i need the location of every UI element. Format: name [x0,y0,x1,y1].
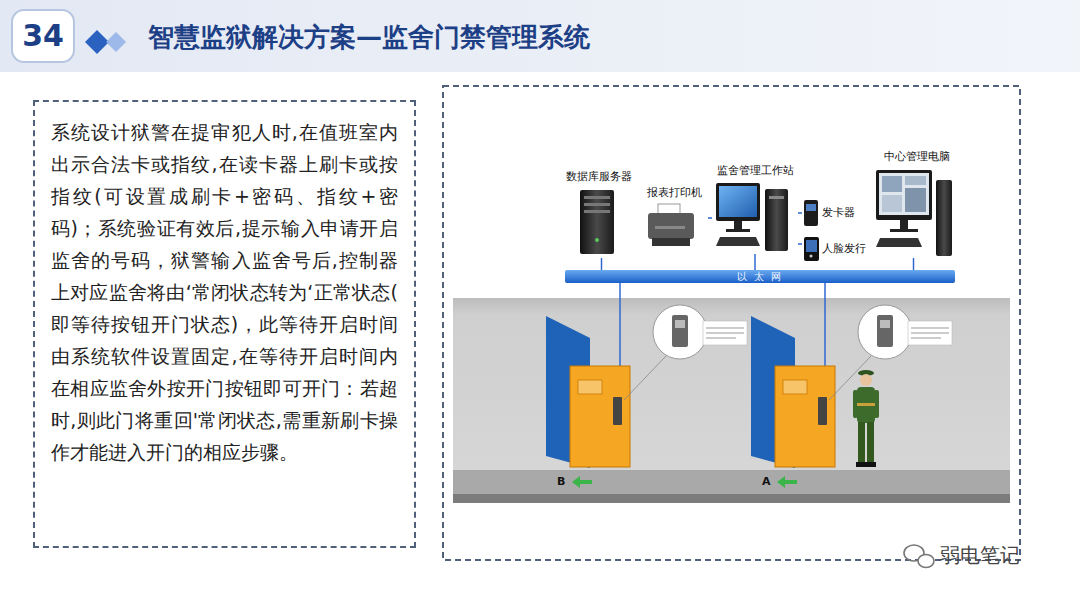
network-cable [798,212,802,214]
ethernet-bus: 以 太 网 [565,270,955,283]
illustration-frame [443,86,1020,560]
face-device-node: 人脸发行 [802,234,870,264]
page-number-box [12,10,74,62]
network-cable [708,217,712,219]
node-label: 以 太 网 [737,270,783,283]
network-cable [913,258,915,270]
printer-icon [648,204,694,246]
guard-figure [853,370,879,467]
header-band [0,0,1080,72]
room-floor [453,470,1010,494]
printer-node: 报表打印机 [640,186,708,250]
direction-arrow [777,476,797,488]
server-node: 数据库服务器 [560,170,638,258]
floor-edge [453,494,1010,503]
center-computer-node: 中心管理电脑 [872,150,962,258]
network-cable [601,258,603,270]
network-cable [754,254,756,270]
center-computer-icon [876,170,952,256]
node-label: 数据库服务器 [560,170,638,184]
diamond-icon [106,32,126,52]
card-issuer-icon [804,200,818,226]
direction-arrow [572,476,592,488]
lock-callout [624,305,747,400]
door-b [546,316,630,468]
door-label: A [762,475,771,489]
node-label: 发卡器 [822,206,855,220]
lock-callout [829,305,952,400]
node-label: 监舍管理工作站 [712,164,798,178]
card-issuer-node: 发卡器 [802,196,862,230]
node-label: 报表打印机 [640,186,708,200]
face-device-icon [804,237,819,261]
node-label: 中心管理电脑 [872,150,962,164]
text-panel: 系统设计狱警在提审犯人时,在值班室内出示合法卡或指纹,在读卡器上刷卡或按指纹(可… [33,100,416,548]
node-label: 人脸发行 [822,242,866,256]
network-cable [798,243,802,245]
workstation-icon [716,183,788,251]
door-a [751,316,835,468]
door-label: B [557,475,565,489]
room-wall [453,298,1010,470]
page-number: 34 [12,10,74,62]
workstation-node: 监舍管理工作站 [712,164,798,254]
diamond-icon [85,30,109,54]
server-icon [580,190,614,254]
slide-title: 智慧监狱解决方案—监舍门禁管理系统 [148,20,590,54]
watermark-icon [904,545,934,568]
watermark: 弱电笔记 [940,543,1020,568]
body-text: 系统设计狱警在提审犯人时,在值班室内出示合法卡或指纹,在读卡器上刷卡或按指纹(可… [51,116,398,468]
